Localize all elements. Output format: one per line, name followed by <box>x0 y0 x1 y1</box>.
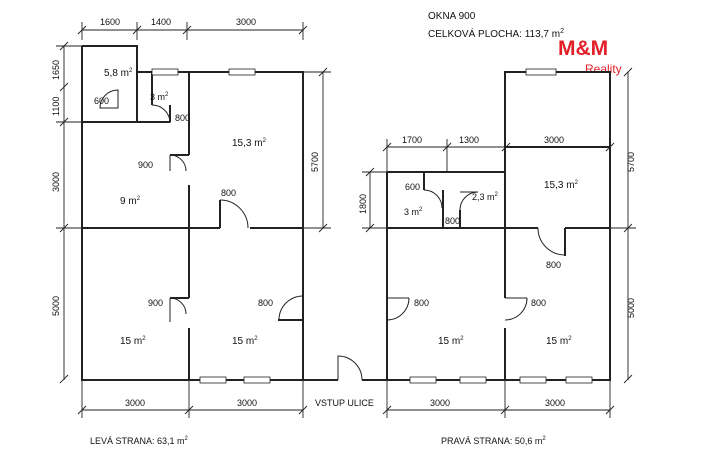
dim-label: 3000 <box>125 398 145 408</box>
dim-label: 5700 <box>310 152 320 172</box>
logo-sub-text: Reality <box>585 62 622 76</box>
dim-label: 3000 <box>430 398 450 408</box>
door-width-label: 800 <box>175 113 190 123</box>
door-width-label: 900 <box>148 298 163 308</box>
dimension-right-top: 1700 1300 3000 <box>382 135 615 172</box>
entrance-label: VSTUP ULICE <box>315 398 374 408</box>
room-area-label: 15,3 m2 <box>232 138 267 149</box>
right-building <box>386 68 611 384</box>
dim-label: 3000 <box>51 172 61 192</box>
door-width-label: 800 <box>414 298 429 308</box>
right-side-total: PRAVÁ STRANA: 50,6 m2 <box>441 436 546 446</box>
dim-label: 3000 <box>545 398 565 408</box>
left-building <box>81 45 304 384</box>
windows-label: OKNA 900 <box>428 11 476 22</box>
dimension-right-vertical: 5700 5000 <box>610 67 636 384</box>
room-area-label: 2,3 m2 <box>472 192 499 202</box>
dimension-bottom: 3000 3000 3000 3000 <box>77 380 615 418</box>
dim-label: 1600 <box>100 17 120 27</box>
entrance-door <box>303 355 387 381</box>
door-width-label: 800 <box>445 216 460 226</box>
room-area-label: 3 m2 <box>404 207 423 217</box>
door-width-label: 800 <box>546 260 561 270</box>
room-area-label: 3 m2 <box>150 92 169 102</box>
door-width-label: 600 <box>405 182 420 192</box>
dimension-right-inner-vertical: 1800 <box>358 167 387 233</box>
door-width-label: 800 <box>531 298 546 308</box>
dim-label: 1400 <box>151 17 171 27</box>
dim-label: 5000 <box>626 298 636 318</box>
room-area-label: 15,3 m2 <box>544 180 579 191</box>
dim-label: 1650 <box>51 60 61 80</box>
dim-label: 3000 <box>544 135 564 145</box>
logo-main-text: M&M <box>558 37 608 60</box>
brand-logo: M&M Reality <box>558 37 622 76</box>
dim-label: 1300 <box>459 135 479 145</box>
dim-label: 5700 <box>626 152 636 172</box>
dim-label: 1700 <box>402 135 422 145</box>
room-area-label: 15 m2 <box>232 336 258 347</box>
dim-label: 3000 <box>236 17 256 27</box>
dimension-left-mid-vertical: 5700 <box>303 67 331 233</box>
total-area-label: CELKOVÁ PLOCHA: 113,7 m2 <box>428 27 564 40</box>
room-area-label: 15 m2 <box>120 336 146 347</box>
dimension-left-vertical: 1650 1100 3000 5000 <box>51 41 82 384</box>
door-width-label: 900 <box>138 160 153 170</box>
room-area-label: 5,8 m2 <box>104 68 133 79</box>
door-width-label: 600 <box>94 96 109 106</box>
dim-label: 3000 <box>237 398 257 408</box>
left-side-total: LEVÁ STRANA: 63,1 m2 <box>90 436 189 446</box>
door-width-label: 800 <box>221 188 236 198</box>
door-width-label: 800 <box>258 298 273 308</box>
dim-label: 5000 <box>51 296 61 316</box>
dimension-top-left: 1600 1400 3000 <box>77 17 308 40</box>
room-area-label: 9 m2 <box>120 196 141 207</box>
dim-label: 1100 <box>51 97 61 116</box>
room-area-label: 15 m2 <box>438 336 464 347</box>
dim-label: 1800 <box>358 194 368 214</box>
room-area-label: 15 m2 <box>546 336 572 347</box>
